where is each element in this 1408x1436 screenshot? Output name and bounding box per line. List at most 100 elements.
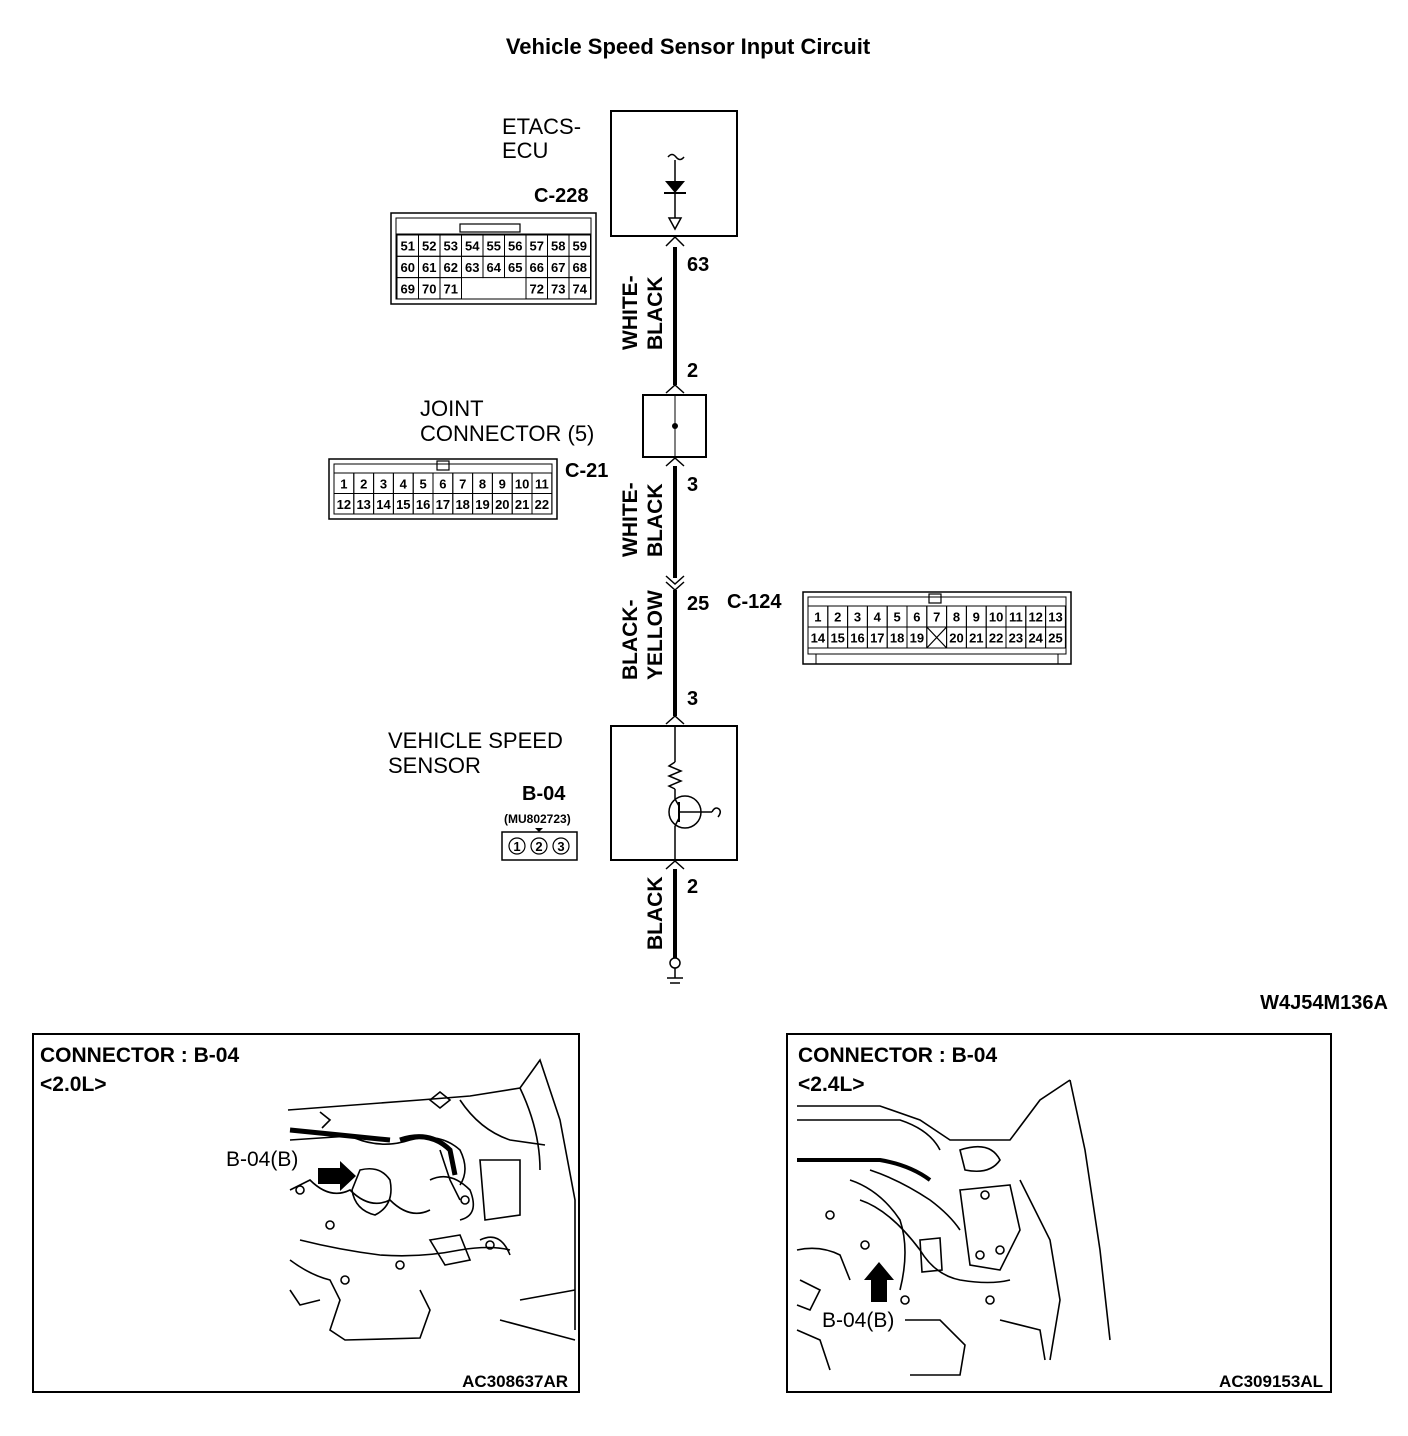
panel-left-heading: CONNECTOR : B-04 xyxy=(40,1044,239,1067)
b04-code: B-04 xyxy=(522,783,566,805)
c124-code: C-124 xyxy=(727,591,782,613)
wire-3-color-line1: BLACK- xyxy=(619,600,642,680)
callout-arrow-right-icon xyxy=(864,1262,894,1302)
c124-pin-label: 4 xyxy=(874,610,882,625)
c228-pin-label: 59 xyxy=(573,239,587,254)
c228-pin-label: 66 xyxy=(530,260,544,275)
c124-pin-label: 9 xyxy=(973,610,980,625)
wire-2-color-line1: WHITE- xyxy=(619,482,642,557)
c228-cell xyxy=(462,278,484,299)
c21-pin-label: 4 xyxy=(400,476,408,491)
panel-left-callout: B-04(B) xyxy=(226,1148,298,1171)
joint-name-line2: CONNECTOR (5) xyxy=(420,421,594,446)
c21-pin-label: 12 xyxy=(337,497,351,512)
c228-pin-label: 64 xyxy=(487,260,502,275)
engine-bay-illustration-right xyxy=(796,1079,1111,1376)
panel-right-ref: AC309153AL xyxy=(1219,1372,1323,1391)
b04-pin-1: 1 xyxy=(513,839,520,854)
c228-pin-label: 65 xyxy=(508,260,522,275)
c228-pin-label: 53 xyxy=(444,239,458,254)
joint-name-line1: JOINT xyxy=(420,396,484,421)
c124-unused-cavity-mark xyxy=(926,626,948,649)
pin-2-sensor: 2 xyxy=(687,876,698,898)
c21-pin-label: 18 xyxy=(455,497,469,512)
c228-pin-label: 72 xyxy=(530,281,544,296)
c124-pin-label: 7 xyxy=(933,610,940,625)
c228-cell xyxy=(505,278,527,299)
b04-pin-2: 2 xyxy=(535,839,542,854)
b04-pin-3: 3 xyxy=(557,839,564,854)
c21-pin-label: 3 xyxy=(380,476,387,491)
c228-pin-label: 68 xyxy=(573,260,587,275)
c21-pin-label: 16 xyxy=(416,497,430,512)
c124-pin-label: 10 xyxy=(989,610,1003,625)
c124-pin-label: 24 xyxy=(1028,631,1043,646)
sensor-name-line2: SENSOR xyxy=(388,753,481,778)
b04-part-number: (MU802723) xyxy=(504,812,571,826)
vehicle-speed-sensor xyxy=(610,725,738,861)
wire-1-color-line2: BLACK xyxy=(644,277,667,351)
pin-63: 63 xyxy=(687,254,709,276)
c124-pin-label: 22 xyxy=(989,631,1003,646)
c21-pin-label: 11 xyxy=(535,476,549,491)
c124-pin-label: 21 xyxy=(969,631,983,646)
c124-unused-cavity xyxy=(926,626,948,649)
c21-pin-label: 7 xyxy=(459,476,466,491)
drawing-code: W4J54M136A xyxy=(1260,992,1388,1014)
diagram-title: Vehicle Speed Sensor Input Circuit xyxy=(506,34,871,59)
c124-pin-label: 5 xyxy=(893,610,900,625)
c21-code: C-21 xyxy=(565,460,608,482)
c124-connector-face xyxy=(802,591,1072,665)
c228-pin-label: 51 xyxy=(401,239,415,254)
c124-pin-label: 3 xyxy=(854,610,861,625)
c124-pin-label: 25 xyxy=(1048,631,1062,646)
c21-pin-label: 8 xyxy=(479,476,486,491)
c228-pin-label: 58 xyxy=(551,239,565,254)
connector-panel-left xyxy=(32,1033,580,1393)
c228-cell xyxy=(439,277,462,300)
ground-icon xyxy=(667,957,683,984)
c228-pin-label: 73 xyxy=(551,281,565,296)
b04-connector-face xyxy=(501,828,578,861)
callout-arrow-left-icon xyxy=(318,1161,356,1191)
c124-pin-label: 1 xyxy=(814,610,821,625)
c228-pin-label: 63 xyxy=(465,260,479,275)
joint-connector-box xyxy=(642,394,707,458)
pin-3-joint: 3 xyxy=(687,474,698,496)
c124-pin-label: 23 xyxy=(1009,631,1023,646)
c124-pin-label: 15 xyxy=(830,631,844,646)
c228-pin-label: 52 xyxy=(422,239,436,254)
engine-bay-illustration-left xyxy=(287,1058,576,1341)
etacs-ecu xyxy=(610,110,738,237)
c21-pin-label: 19 xyxy=(475,497,489,512)
c21-pin-label: 15 xyxy=(396,497,410,512)
c21-pin-label: 22 xyxy=(535,497,549,512)
wire-4-color: BLACK xyxy=(644,877,667,951)
sensor-name-line1: VEHICLE SPEED xyxy=(388,728,563,753)
c21-pin-label: 13 xyxy=(356,497,370,512)
c124-pin-label: 12 xyxy=(1028,610,1042,625)
wire-3-color-line2: YELLOW xyxy=(644,590,667,680)
pin-25: 25 xyxy=(687,593,709,615)
c124-pin-label: 16 xyxy=(850,631,864,646)
c124-cell xyxy=(1045,626,1066,649)
c228-pin-label: 71 xyxy=(444,281,458,296)
c124-inline-symbol xyxy=(665,575,685,592)
wire-1-color-line1: WHITE- xyxy=(619,275,642,350)
c124-pin-label: 18 xyxy=(890,631,904,646)
c21-pin-label: 1 xyxy=(340,476,347,491)
c228-pin-label: 55 xyxy=(487,239,501,254)
panel-right-callout: B-04(B) xyxy=(822,1309,894,1332)
c21-pin-label: 5 xyxy=(419,476,426,491)
panel-right-variant: <2.4L> xyxy=(798,1073,865,1096)
etacs-name-line2: ECU xyxy=(502,138,548,163)
pin-2-joint: 2 xyxy=(687,360,698,382)
c21-pin-label: 6 xyxy=(439,476,446,491)
pin-3-sensor: 3 xyxy=(687,688,698,710)
c21-pin-label: 17 xyxy=(436,497,450,512)
c228-cell xyxy=(483,278,505,299)
wire-2-color-line2: BLACK xyxy=(644,484,667,558)
c228-pin-label: 54 xyxy=(465,239,480,254)
c228-pin-label: 56 xyxy=(508,239,522,254)
